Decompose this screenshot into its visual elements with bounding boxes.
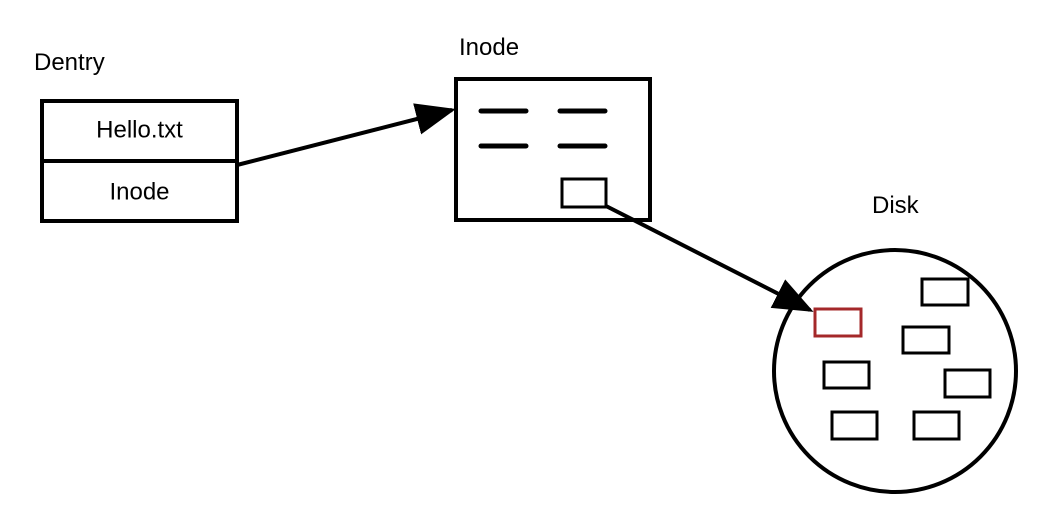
dentry-to-inode-arrow (236, 103, 456, 167)
disk-circle (772, 248, 1018, 494)
highlighted-disk-block (813, 307, 863, 338)
disk-block (943, 368, 992, 399)
inode-title: Inode (459, 34, 519, 61)
dentry-row-inode: Inode (109, 178, 169, 205)
inode-block-pointer (560, 177, 608, 209)
disk-block (830, 410, 879, 441)
disk-block (822, 360, 871, 390)
disk-block (901, 325, 951, 355)
inode-box (454, 77, 652, 222)
inode-to-disk-arrow (605, 204, 814, 312)
dentry-title: Dentry (34, 49, 105, 76)
disk-title: Disk (872, 192, 920, 219)
dentry-row-filename: Hello.txt (96, 116, 183, 143)
disk-block (920, 277, 970, 307)
disk-blocks (813, 277, 992, 441)
disk-block (912, 410, 961, 441)
